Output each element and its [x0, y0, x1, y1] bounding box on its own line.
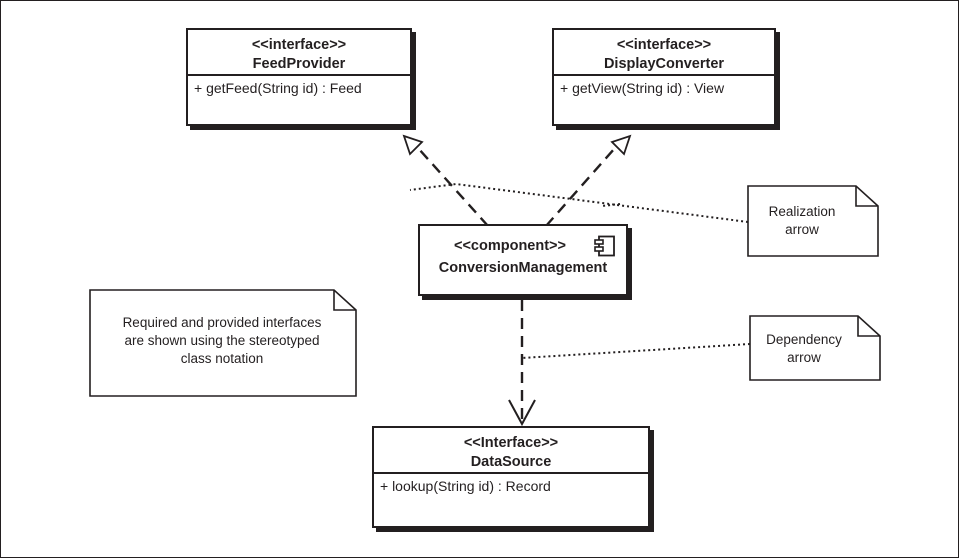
note-realization-arrow: Realization arrow — [750, 203, 854, 239]
realization-head-displayconverter — [610, 134, 632, 156]
conversionmanagement-component[interactable]: <<component>> ConversionManagement — [418, 224, 628, 296]
component-stereotype: <<component>> — [453, 238, 566, 254]
displayconverter-divider — [554, 74, 774, 76]
feedprovider-operation: + getFeed(String id) : Feed — [194, 80, 362, 96]
displayconverter-stereotype: <<interface>> — [616, 37, 712, 53]
datasource-divider — [374, 472, 648, 474]
note-shape-dependency — [749, 315, 881, 381]
realization-head-feedprovider — [402, 134, 424, 156]
realization-note-anchor — [409, 182, 749, 223]
note-line: Realization — [768, 204, 836, 219]
feedprovider-name: FeedProvider — [252, 56, 346, 72]
datasource-name: DataSource — [470, 454, 552, 470]
note-line: Dependency — [766, 332, 842, 347]
note-line: Required and provided interfaces — [122, 315, 322, 330]
datasource-interface[interactable]: <<Interface>> DataSource + lookup(String… — [372, 426, 650, 528]
datasource-stereotype: <<Interface>> — [463, 435, 559, 451]
dependency-note-anchor — [521, 343, 751, 359]
feedprovider-divider — [188, 74, 410, 76]
note-required-provided: Required and provided interfaces are sho… — [96, 314, 348, 368]
realization-arrow-feedprovider — [417, 147, 489, 227]
note-line: class notation — [180, 351, 264, 366]
feedprovider-interface[interactable]: <<interface>> FeedProvider + getFeed(Str… — [186, 28, 412, 126]
note-dependency-arrow: Dependency arrow — [752, 331, 856, 367]
displayconverter-interface[interactable]: <<interface>> DisplayConverter + getView… — [552, 28, 776, 126]
realization-note-anchor-branch — [601, 203, 621, 207]
realization-arrow-displayconverter — [545, 147, 616, 227]
note-line: arrow — [785, 222, 819, 237]
feedprovider-stereotype: <<interface>> — [251, 37, 347, 53]
dependency-arrow-head — [508, 399, 536, 427]
note-shape-realization — [747, 185, 879, 257]
uml-component-icon — [594, 235, 615, 257]
displayconverter-name: DisplayConverter — [603, 56, 725, 72]
displayconverter-operation: + getView(String id) : View — [560, 80, 725, 96]
datasource-operation: + lookup(String id) : Record — [380, 478, 551, 494]
note-line: are shown using the stereotyped — [124, 333, 320, 348]
note-line: arrow — [787, 350, 821, 365]
note-shape-required-provided — [89, 289, 357, 397]
component-name: ConversionManagement — [438, 260, 608, 276]
